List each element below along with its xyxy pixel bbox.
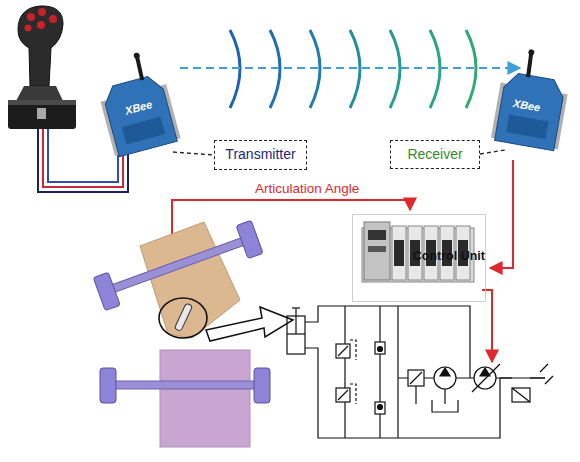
xbee-module	[491, 45, 575, 151]
control-unit: Control Unit	[352, 214, 486, 302]
hydraulic-circuit	[415, 386, 416, 404]
hydraulic-circuit	[350, 384, 356, 404]
vehicle	[112, 381, 258, 389]
joystick	[8, 100, 76, 105]
hydraulic-circuit	[444, 389, 445, 404]
vehicle	[109, 237, 247, 294]
signal-line	[482, 290, 492, 362]
hydraulic-circuit	[434, 367, 456, 389]
joystick	[18, 6, 63, 86]
joystick	[37, 21, 45, 29]
hydraulic-circuit	[350, 340, 356, 360]
hydraulic-circuit	[287, 306, 553, 438]
hydraulic-circuit	[375, 342, 385, 354]
joystick	[37, 108, 46, 119]
hydraulic-circuit	[338, 390, 348, 400]
node-text: Receiver	[407, 147, 462, 162]
control-unit-image	[392, 226, 406, 280]
control-unit-image	[394, 240, 404, 266]
xbee-module	[91, 47, 182, 157]
label-box: Receiver	[390, 140, 480, 169]
hydraulic-circuit	[540, 364, 548, 372]
vehicle	[159, 298, 207, 338]
vehicle	[160, 350, 250, 447]
joystick	[27, 13, 35, 21]
hydraulic-circuit	[408, 370, 424, 386]
vehicle	[174, 303, 192, 331]
hydraulic-circuit	[500, 377, 512, 378]
joystick	[25, 25, 32, 32]
vehicle	[93, 220, 263, 310]
vehicle	[100, 368, 116, 403]
xbee-module	[506, 114, 549, 139]
vehicle	[140, 222, 240, 338]
vehicle	[254, 368, 270, 403]
hydraulic-circuit	[379, 306, 380, 438]
joystick	[8, 6, 76, 129]
hydraulic-circuit	[530, 377, 545, 378]
hydraulic-circuit	[410, 372, 422, 384]
hydraulic-circuit	[336, 344, 350, 358]
hydraulic-circuit	[344, 306, 345, 438]
hydraulic-circuit	[545, 376, 553, 384]
control-unit-image	[368, 246, 386, 252]
cable	[48, 129, 118, 182]
xbee-module	[101, 74, 177, 157]
xbee-module	[528, 49, 535, 56]
xbee-module	[122, 117, 165, 145]
node-text: Control Unit	[413, 250, 485, 264]
joystick	[16, 86, 63, 101]
hydraulic-circuit	[375, 402, 385, 414]
hydraulic-circuit	[292, 307, 300, 308]
hydraulic-circuit	[512, 388, 530, 402]
hydraulic-circuit	[378, 347, 383, 352]
joystick	[38, 8, 46, 16]
joystick	[8, 100, 76, 129]
hydraulic-circuit	[432, 400, 458, 412]
control-unit-image	[368, 230, 386, 240]
xbee-module	[133, 52, 140, 59]
xbee-module	[495, 71, 566, 150]
leader-line	[480, 150, 505, 154]
vehicle	[93, 272, 120, 310]
wireless-link	[180, 67, 520, 69]
hydraulic-circuit	[440, 368, 450, 376]
hydraulic-circuit	[472, 364, 500, 392]
hydraulic-circuit	[305, 348, 500, 438]
node-text: Transmitter	[225, 147, 295, 162]
hydraulic-circuit	[378, 405, 383, 410]
hydraulic-circuit	[397, 306, 398, 438]
xbee-module	[527, 53, 532, 77]
label-box: Transmitter	[214, 140, 307, 170]
vehicle	[93, 220, 293, 447]
signal-label: Articulation Angle	[255, 182, 359, 196]
hydraulic-circuit	[336, 388, 350, 402]
signal-line	[172, 160, 513, 362]
joystick	[49, 15, 57, 23]
leader-line	[173, 152, 215, 155]
signal-line	[490, 160, 513, 268]
module-logo: XBee	[124, 99, 153, 117]
hydraulic-circuit	[512, 388, 530, 402]
xbee-module	[136, 57, 143, 80]
vehicle	[206, 307, 293, 341]
hydraulic-circuit	[338, 346, 348, 356]
vehicle	[236, 220, 263, 258]
control-unit-image	[364, 222, 390, 280]
hydraulic-circuit	[474, 367, 496, 389]
module-logo: XBee	[512, 98, 541, 114]
hydraulic-circuit	[295, 308, 296, 334]
